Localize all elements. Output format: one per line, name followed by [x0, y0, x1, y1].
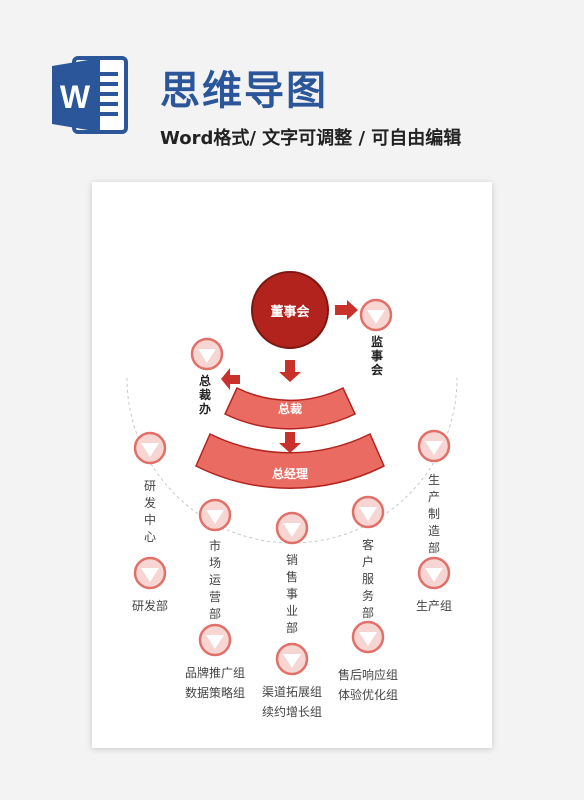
president-band	[224, 386, 356, 430]
production-label: 生产制造部	[427, 473, 440, 555]
page-title: 思维导图	[160, 68, 328, 114]
office-label: 总裁办	[198, 374, 211, 416]
board-node	[251, 271, 329, 349]
sales-icon	[275, 511, 309, 545]
board-label: 董事会	[270, 305, 310, 320]
word-logo-icon: W	[52, 56, 128, 134]
page-subtitle: Word格式/ 文字可调整 / 可自由编辑	[160, 128, 462, 149]
marketing-groups-icon	[198, 623, 232, 657]
customer-label: 客户服务部	[361, 538, 374, 620]
customer-group-1: 售后响应组	[337, 668, 398, 682]
production-group-icon	[417, 556, 451, 590]
customer-icon	[351, 495, 385, 529]
supervisor-label: 监事会	[370, 335, 383, 377]
production-icon	[417, 429, 451, 463]
gm-band	[195, 432, 385, 489]
rd-dept-label: 研发部	[131, 599, 168, 613]
rd-dept-icon	[133, 556, 167, 590]
sales-label: 销售事业部	[285, 553, 298, 635]
supervisor-icon	[359, 298, 393, 332]
sales-groups-icon	[275, 642, 309, 676]
marketing-label: 市场运营部	[208, 539, 221, 621]
document-page: 董事会 总裁 总经理 监事会 总裁办 研发中心 研发部 市场运营部 品牌推广组 …	[92, 182, 492, 748]
customer-groups-icon	[351, 620, 385, 654]
arrow-to-office	[221, 368, 240, 390]
rd-center-label: 研发中心	[143, 479, 156, 544]
svg-text:W: W	[60, 79, 91, 115]
production-group-label: 生产组	[415, 599, 452, 613]
customer-group-2: 体验优化组	[337, 688, 398, 702]
sales-group-1: 渠道拓展组	[261, 685, 322, 699]
org-chart-graphic	[126, 271, 458, 676]
sales-group-2: 续约增长组	[261, 705, 322, 719]
office-icon	[190, 337, 224, 371]
president-label: 总裁	[277, 402, 302, 416]
marketing-group-2: 数据策略组	[184, 686, 245, 700]
marketing-group-1: 品牌推广组	[184, 666, 245, 680]
arrow-to-president	[279, 360, 301, 382]
header: W 思维导图 Word格式/ 文字可调整 / 可自由编辑	[0, 0, 584, 160]
rd-center-icon	[133, 431, 167, 465]
arrow-to-gm	[279, 432, 301, 453]
marketing-icon	[198, 498, 232, 532]
gm-label: 总经理	[271, 467, 308, 481]
arrow-to-supervisor	[335, 300, 358, 320]
